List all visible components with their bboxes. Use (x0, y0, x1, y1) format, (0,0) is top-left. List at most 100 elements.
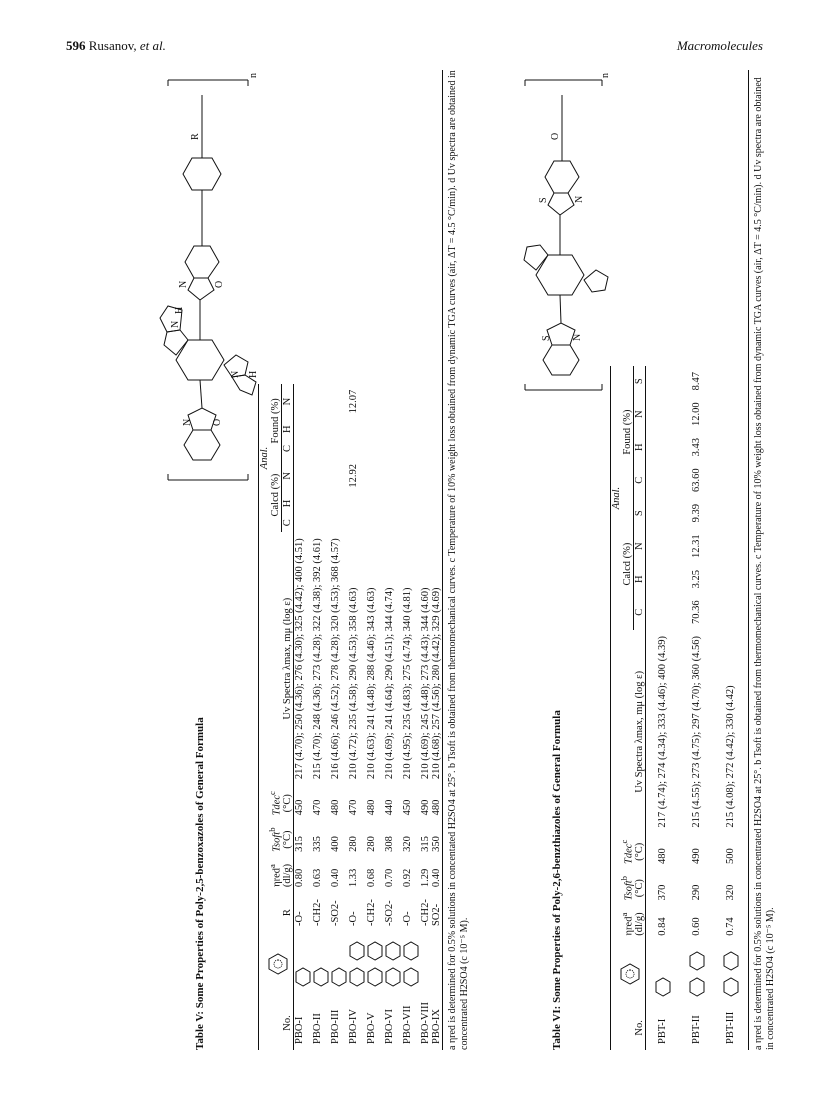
row-eta: 1.33 (348, 868, 359, 888)
col-calcd: Calcd (%) (270, 457, 282, 533)
col-found-c: C (282, 444, 293, 452)
row-found-n (431, 384, 442, 420)
row-calcd-c: 70.36 (691, 600, 702, 625)
col-calcd-n-2: N (634, 542, 645, 551)
row-calcd-h (294, 494, 313, 514)
row-no: PBO-VI (384, 1008, 395, 1044)
table-v: No. R ηreda(dl/g) Tsoftb(°C) Tdecc(°C) U… (258, 383, 442, 1050)
row-tsoft: 400 (330, 836, 341, 852)
row-calcd-h (431, 494, 442, 514)
col-eta-2: ηred (623, 916, 634, 936)
row-structure (330, 932, 348, 996)
row-structure (384, 932, 402, 996)
row-found-h (431, 419, 442, 439)
row-no: PBO-I (294, 1016, 305, 1044)
row-found-n (646, 396, 680, 432)
row-calcd-n (384, 458, 402, 494)
col-tsoft-unit-2: (°C) (634, 879, 645, 898)
row-calcd-c (431, 513, 442, 532)
svg-text:H: H (174, 307, 185, 314)
benzene-ring-icon (268, 953, 288, 975)
row-found-h (646, 432, 680, 462)
phenylene-ring-icon (349, 967, 365, 987)
row-calcd-h (384, 494, 402, 514)
row-found-h (294, 419, 313, 439)
phenylene-ring-icon (655, 977, 671, 997)
col-calcd-n: N (282, 471, 293, 480)
row-tsoft: 315 (420, 836, 431, 852)
row-no: PBO-VII (402, 1005, 413, 1045)
row-eta: 0.80 (294, 868, 305, 888)
row-uv: 215 (4.08); 272 (4.42); 330 (4.42) (725, 685, 736, 828)
row-found-n (420, 384, 431, 420)
row-tsoft: 370 (657, 884, 669, 901)
row-tsoft: 280 (366, 836, 377, 852)
table-v-block: Table V: Some Properties of Poly-2,5-ben… (148, 70, 471, 1050)
row-no: PBO-V (366, 1012, 377, 1044)
row-calcd-n (714, 528, 748, 564)
row-found-s (714, 366, 748, 396)
svg-text:S: S (541, 335, 552, 341)
row-calcd-c (402, 513, 420, 532)
benzene-ring-icon (620, 963, 640, 985)
row-calcd-n: 12.92 (348, 463, 359, 488)
row-tdec: 440 (384, 799, 395, 816)
row-r: -O- (348, 911, 359, 926)
row-tsoft: 308 (384, 836, 395, 852)
col-no-2: No. (634, 1020, 645, 1036)
svg-text:N: N (574, 196, 585, 203)
row-found-s: 8.47 (691, 372, 702, 391)
phenylene-ring-icon (723, 977, 738, 997)
col-calcd-c: C (282, 519, 293, 527)
row-structure (646, 942, 680, 1006)
row-r: -CH2- (366, 899, 377, 926)
col-calcd-c-2: C (634, 608, 645, 616)
phenylene-ring-icon (313, 967, 329, 987)
row-tdec: 480 (330, 799, 341, 816)
row-uv: 210 (4.69); 245 (4.48); 273 (4.43); 344 … (420, 587, 431, 780)
table-vi-footnote: a ηred is determined for 0.5% solutions … (752, 77, 776, 1050)
col-tsoft-unit: (°C) (282, 830, 293, 849)
row-r: -SO2- (330, 900, 341, 926)
row-calcd-n: 12.31 (691, 534, 702, 559)
row-tsoft: 290 (691, 884, 702, 901)
row-found-h (366, 419, 384, 439)
row-calcd-n (420, 458, 431, 494)
row-found-n (330, 384, 348, 420)
formula-r-label: R (190, 133, 201, 140)
row-found-h (384, 419, 402, 439)
row-r: -O- (294, 911, 305, 926)
phenylene-ring-icon (689, 951, 704, 971)
row-no: PBT-II (691, 1015, 702, 1044)
row-no: PBO-II (312, 1013, 323, 1044)
col-found-2: Found (%) (622, 366, 634, 499)
col-calcd-h: H (282, 499, 293, 508)
row-uv: 210 (4.69); 241 (4.64); 290 (4.51); 344 … (384, 587, 395, 780)
col-tdec-2: Tdec (623, 843, 634, 864)
row-found-n (402, 384, 420, 420)
row-eta: 0.68 (366, 868, 377, 888)
col-calcd-s-2: S (634, 510, 645, 517)
row-uv: 215 (4.70); 248 (4.36); 273 (4.28); 322 … (312, 538, 323, 780)
col-tsoft: Tsoft (271, 831, 282, 852)
row-r: SO2- (431, 903, 442, 926)
row-found-c (384, 439, 402, 458)
row-calcd-n (330, 458, 348, 494)
row-structure (294, 932, 313, 996)
row-no: PBO-IV (348, 1008, 359, 1044)
row-tsoft: 320 (402, 836, 413, 852)
row-eta: 0.92 (402, 868, 413, 888)
row-found-h (402, 419, 420, 439)
row-no: PBT-I (657, 1018, 669, 1044)
row-found-h (714, 432, 748, 462)
col-r: R (282, 909, 293, 917)
row-tdec: 500 (725, 848, 736, 864)
row-r: -O- (402, 911, 413, 926)
